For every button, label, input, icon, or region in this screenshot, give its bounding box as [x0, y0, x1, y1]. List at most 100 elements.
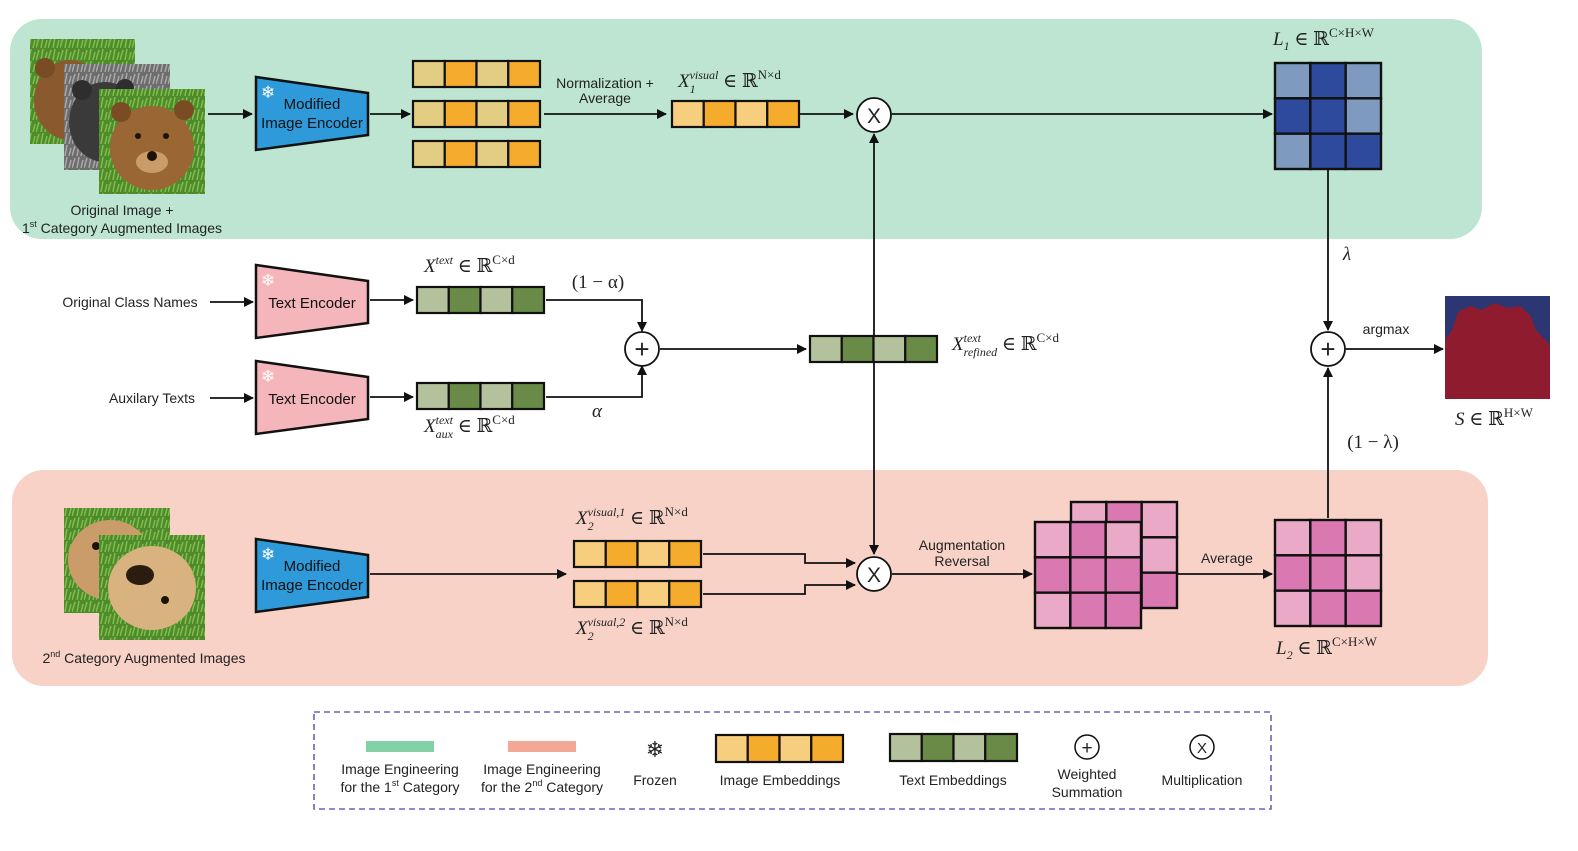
reversed-logit-grid-front-cell — [1069, 556, 1107, 594]
argmax-label: argmax — [1363, 321, 1410, 337]
legend-second-category-line1: Image Engineering — [483, 761, 601, 777]
text-embedding-auxilary-cell — [447, 381, 482, 411]
image-embedding-strip-cell — [443, 139, 478, 169]
image-embedding-strip — [411, 139, 542, 169]
top-images-caption-line2: 1st Category Augmented Images — [22, 219, 222, 236]
legend-frozen-label: Frozen — [633, 772, 677, 788]
reversed-logit-grid-front-cell — [1069, 520, 1107, 559]
weighted-sum-operator-text: + — [624, 331, 660, 367]
svg-text:X: X — [867, 564, 881, 587]
second-category-augmented-images — [64, 508, 205, 640]
legend-multiplication-label: Multiplication — [1162, 772, 1243, 788]
svg-text:Modified: Modified — [284, 96, 341, 113]
logit-grid-l2-cell — [1344, 554, 1383, 592]
legend-swatch-second-category — [508, 741, 576, 752]
original-and-augmented-images — [30, 39, 205, 194]
bear-image-augmented — [99, 89, 205, 194]
legend-second-category-line2: for the 2nd Category — [481, 778, 603, 795]
refined-text-embedding-cell — [872, 334, 907, 364]
snowflake-icon: ❄ — [261, 545, 275, 564]
image-embedding-strip-cell — [443, 59, 478, 89]
logit-grid-l1 — [1273, 61, 1383, 171]
image-embedding-strip — [411, 59, 542, 89]
logit-grid-l2-cell — [1344, 589, 1383, 628]
logit-grid-l2 — [1273, 518, 1383, 628]
segmentation-s-label: S ∈ ℝH×W — [1455, 405, 1534, 430]
logit-grid-l1-cell — [1344, 132, 1383, 171]
legend-image-embedding-swatch-cell — [714, 733, 749, 764]
reversed-logit-grid-front-cell — [1104, 591, 1143, 630]
text-embedding-class-names-cell — [479, 285, 514, 315]
augmentation-reversal-line2: Reversal — [934, 553, 989, 569]
logit-grid-l1-cell — [1344, 61, 1383, 100]
logit-grid-l2-cell — [1273, 518, 1312, 557]
logit-grid-l1-cell — [1273, 97, 1312, 135]
svg-text:+: + — [1320, 334, 1335, 364]
logit-grid-l1-cell — [1309, 97, 1347, 135]
normalization-label-line2: Average — [579, 90, 631, 106]
image-encoder-bottom: ❄ Modified Image Encoder — [254, 537, 370, 614]
reversed-logit-grid-back-cell — [1140, 571, 1179, 610]
text-embedding-class-names-cell — [511, 285, 546, 315]
text-encoder-auxilary: ❄ Text Encoder — [254, 359, 370, 436]
svg-text:+: + — [634, 334, 649, 364]
one-minus-lambda-label: (1 − λ) — [1347, 432, 1399, 453]
averaged-visual-embedding-cell — [702, 99, 737, 129]
text-embedding-auxilary — [415, 381, 546, 411]
multiply-operator-bottom: X — [856, 556, 892, 592]
refined-text-embedding-cell — [904, 334, 939, 364]
visual-embedding-2-2-cell — [604, 579, 639, 609]
auxilary-texts-label: Auxilary Texts — [109, 390, 195, 406]
reversed-logit-grid-front-cell — [1033, 520, 1072, 559]
image-embedding-strip-cell — [507, 99, 542, 129]
l2-logits-label: L2 ∈ ℝC×H×W — [1275, 634, 1378, 662]
visual-embedding-2-2-cell — [668, 579, 703, 609]
legend-box — [313, 711, 1272, 810]
text-embedding-auxilary-cell — [479, 381, 514, 411]
text-embedding-class-names-cell — [415, 285, 450, 315]
logit-grid-l2-cell — [1273, 554, 1312, 592]
averaged-visual-embedding-cell — [766, 99, 801, 129]
reversed-logit-grid-front-cell — [1104, 556, 1143, 594]
legend-multiply-icon: X — [1189, 734, 1215, 760]
visual-embedding-2-2 — [572, 579, 703, 609]
svg-text:Image Encoder: Image Encoder — [261, 577, 363, 594]
visual-embedding-2-1-cell — [636, 539, 671, 569]
snowflake-icon: ❄ — [646, 737, 664, 762]
visual-embedding-2-1 — [572, 539, 703, 569]
x-text-label: Xtext ∈ ℝC×d — [423, 252, 515, 277]
refined-text-embedding — [808, 334, 939, 364]
image-embedding-strip-cell — [411, 59, 446, 89]
svg-text:X: X — [867, 105, 881, 128]
logit-grids — [1033, 61, 1383, 630]
reversed-logit-grid-front-cell — [1104, 520, 1143, 559]
reversed-logit-grid-front-cell — [1033, 556, 1072, 594]
image-embedding-strip-cell — [475, 99, 510, 129]
svg-text:+: + — [1081, 738, 1092, 759]
logit-grid-l2-cell — [1309, 554, 1347, 592]
logit-grid-l1-cell — [1309, 61, 1347, 100]
image-embedding-strip-cell — [475, 139, 510, 169]
legend-text-embedding-swatch-cell — [952, 732, 987, 763]
image-embedding-strip-cell — [411, 99, 446, 129]
segmentation-output-image — [1445, 296, 1550, 399]
image-embedding-strip — [411, 99, 542, 129]
one-minus-alpha-label: (1 − α) — [572, 272, 624, 293]
text-encoder-class-names: ❄ Text Encoder — [254, 263, 370, 340]
text-embedding-class-names-cell — [447, 285, 482, 315]
legend-image-embedding-swatch — [714, 733, 845, 764]
logit-grid-l2-cell — [1309, 518, 1347, 557]
legend-image-embedding-swatch-cell — [778, 733, 813, 764]
image-encoder-top: ❄ Modified Image Encoder — [254, 75, 370, 152]
bear-image-rotated — [99, 535, 205, 640]
lambda-label: λ — [1342, 244, 1351, 265]
multiply-operator-top: X — [856, 97, 892, 133]
refined-text-embedding-cell — [840, 334, 875, 364]
averaged-visual-embedding-cell — [734, 99, 769, 129]
snowflake-icon: ❄ — [261, 83, 275, 102]
